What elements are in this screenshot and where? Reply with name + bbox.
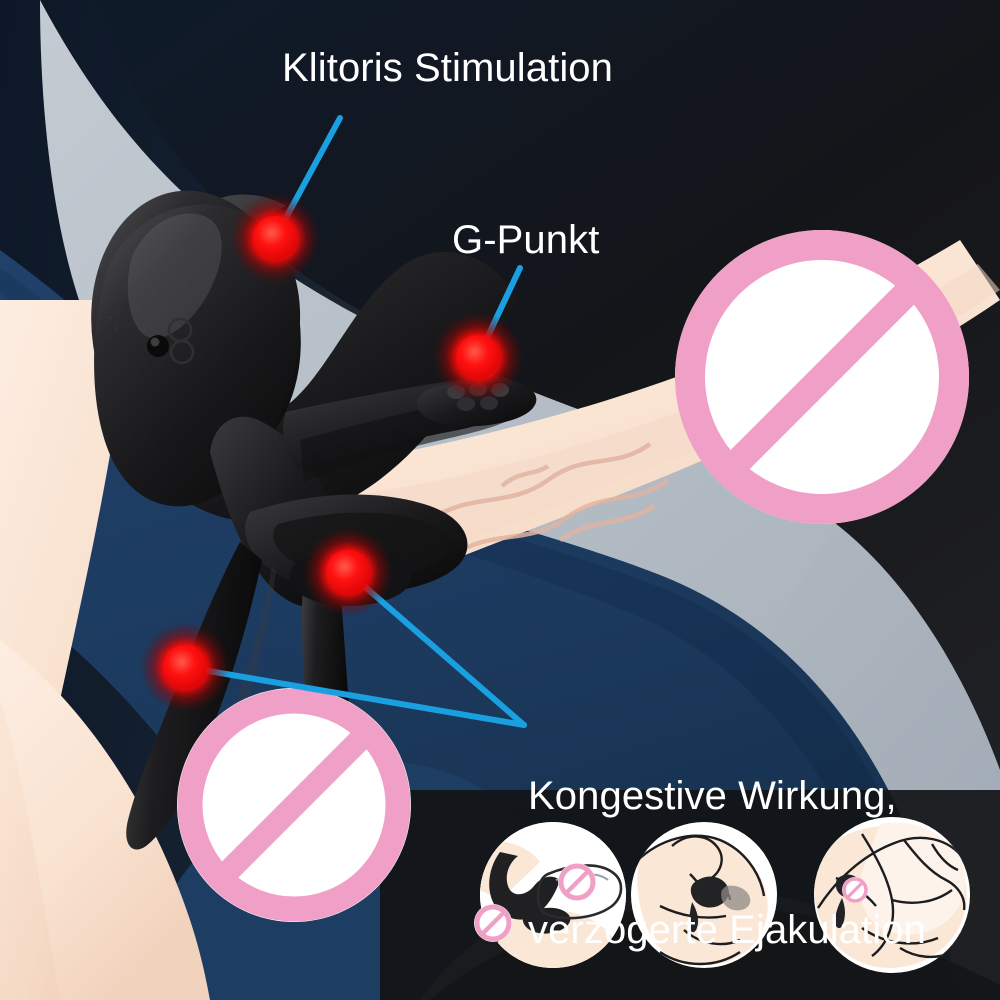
thumb3-censor xyxy=(842,877,868,903)
leader-line-kongestive-b xyxy=(182,664,527,728)
thumb-hand-positioning[interactable] xyxy=(631,822,777,968)
annotation-label-klitoris: Klitoris Stimulation xyxy=(282,46,614,90)
vein-lines xyxy=(428,442,670,558)
hotspot-gpunkt xyxy=(433,312,523,402)
skin-shaft-shade xyxy=(318,264,1000,596)
annotation-label-kongestive-line1: Kongestive Wirkung, xyxy=(528,773,897,818)
thumb1-censor-b xyxy=(474,904,512,942)
hotspot-kongestive-upper xyxy=(303,527,393,617)
annotation-label-gpunkt: G-Punkt xyxy=(452,218,600,262)
censor-mark-lower-left xyxy=(177,688,411,922)
skin-lower-left xyxy=(0,640,210,1000)
power-button xyxy=(147,335,169,357)
thumb1-censor-a xyxy=(558,863,596,901)
inner-cavity-dark xyxy=(95,0,1000,770)
annotation-label-kongestive: Kongestive Wirkung, verzögerte Ejakulati… xyxy=(528,684,926,1000)
annotation-label-kongestive-line2: verzögerte Ejakulation xyxy=(528,907,926,952)
censor-mark-upper-right xyxy=(675,230,969,524)
hotspots xyxy=(140,193,523,712)
hotspot-klitoris xyxy=(230,193,320,283)
thumb-device-on-shaft[interactable] xyxy=(474,822,626,968)
hotspot-kongestive-lower xyxy=(140,622,230,712)
